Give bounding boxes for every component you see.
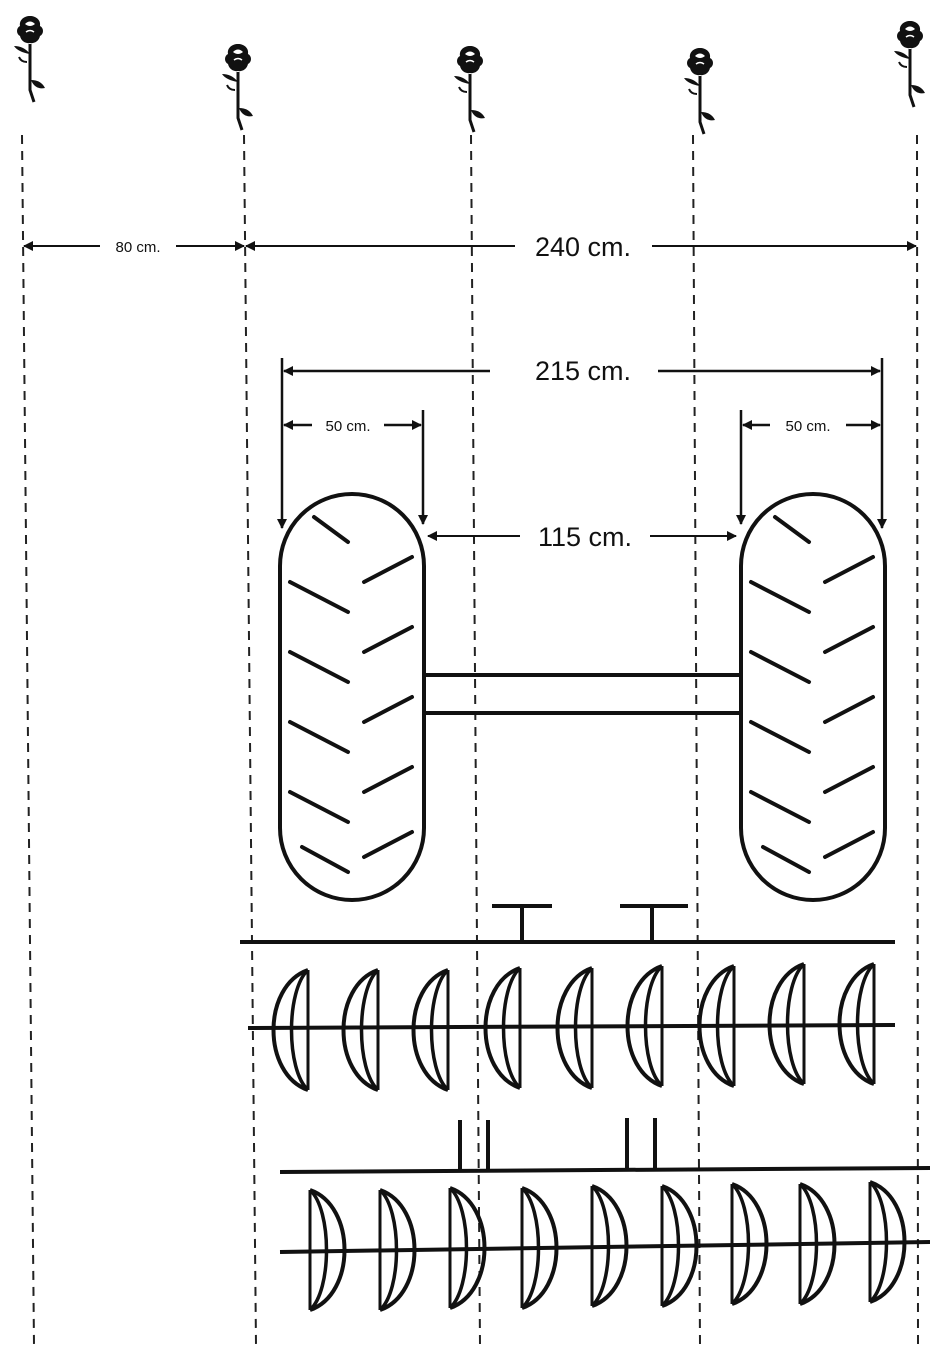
disc-blade bbox=[341, 968, 380, 1092]
row-line-1 bbox=[21, 134, 35, 1345]
left-tire-width-label: 50 cm. bbox=[325, 418, 370, 435]
rose-icon bbox=[892, 19, 927, 109]
row-line-5 bbox=[916, 134, 919, 1345]
track-width-label: 215 cm. bbox=[535, 356, 631, 386]
left-tire-width-dimension bbox=[283, 410, 428, 525]
plant-row bbox=[12, 14, 927, 136]
row-guide-lines bbox=[21, 134, 919, 1345]
row-spacing-label: 80 cm. bbox=[115, 239, 160, 256]
right-tire-width-dimension bbox=[736, 410, 881, 525]
row-line-3 bbox=[470, 134, 481, 1345]
rose-icon bbox=[12, 14, 47, 104]
rose-icon bbox=[452, 44, 487, 134]
front-disc-gang bbox=[240, 904, 896, 1092]
tire-gap-label: 115 cm. bbox=[538, 522, 632, 552]
row-line-2 bbox=[243, 134, 257, 1345]
track-width-dimension bbox=[277, 358, 887, 529]
left-tire bbox=[278, 492, 426, 902]
disc-blade bbox=[271, 968, 310, 1092]
rose-icon bbox=[682, 46, 717, 136]
row-line-4 bbox=[692, 134, 701, 1345]
span-label: 240 cm. bbox=[535, 232, 631, 262]
rose-icon bbox=[220, 42, 255, 132]
tractor-axle bbox=[424, 673, 740, 715]
disc-blade bbox=[411, 968, 450, 1092]
rear-disc-gang bbox=[279, 1118, 930, 1312]
right-tire bbox=[739, 492, 887, 902]
right-tire-width-label: 50 cm. bbox=[785, 418, 830, 435]
